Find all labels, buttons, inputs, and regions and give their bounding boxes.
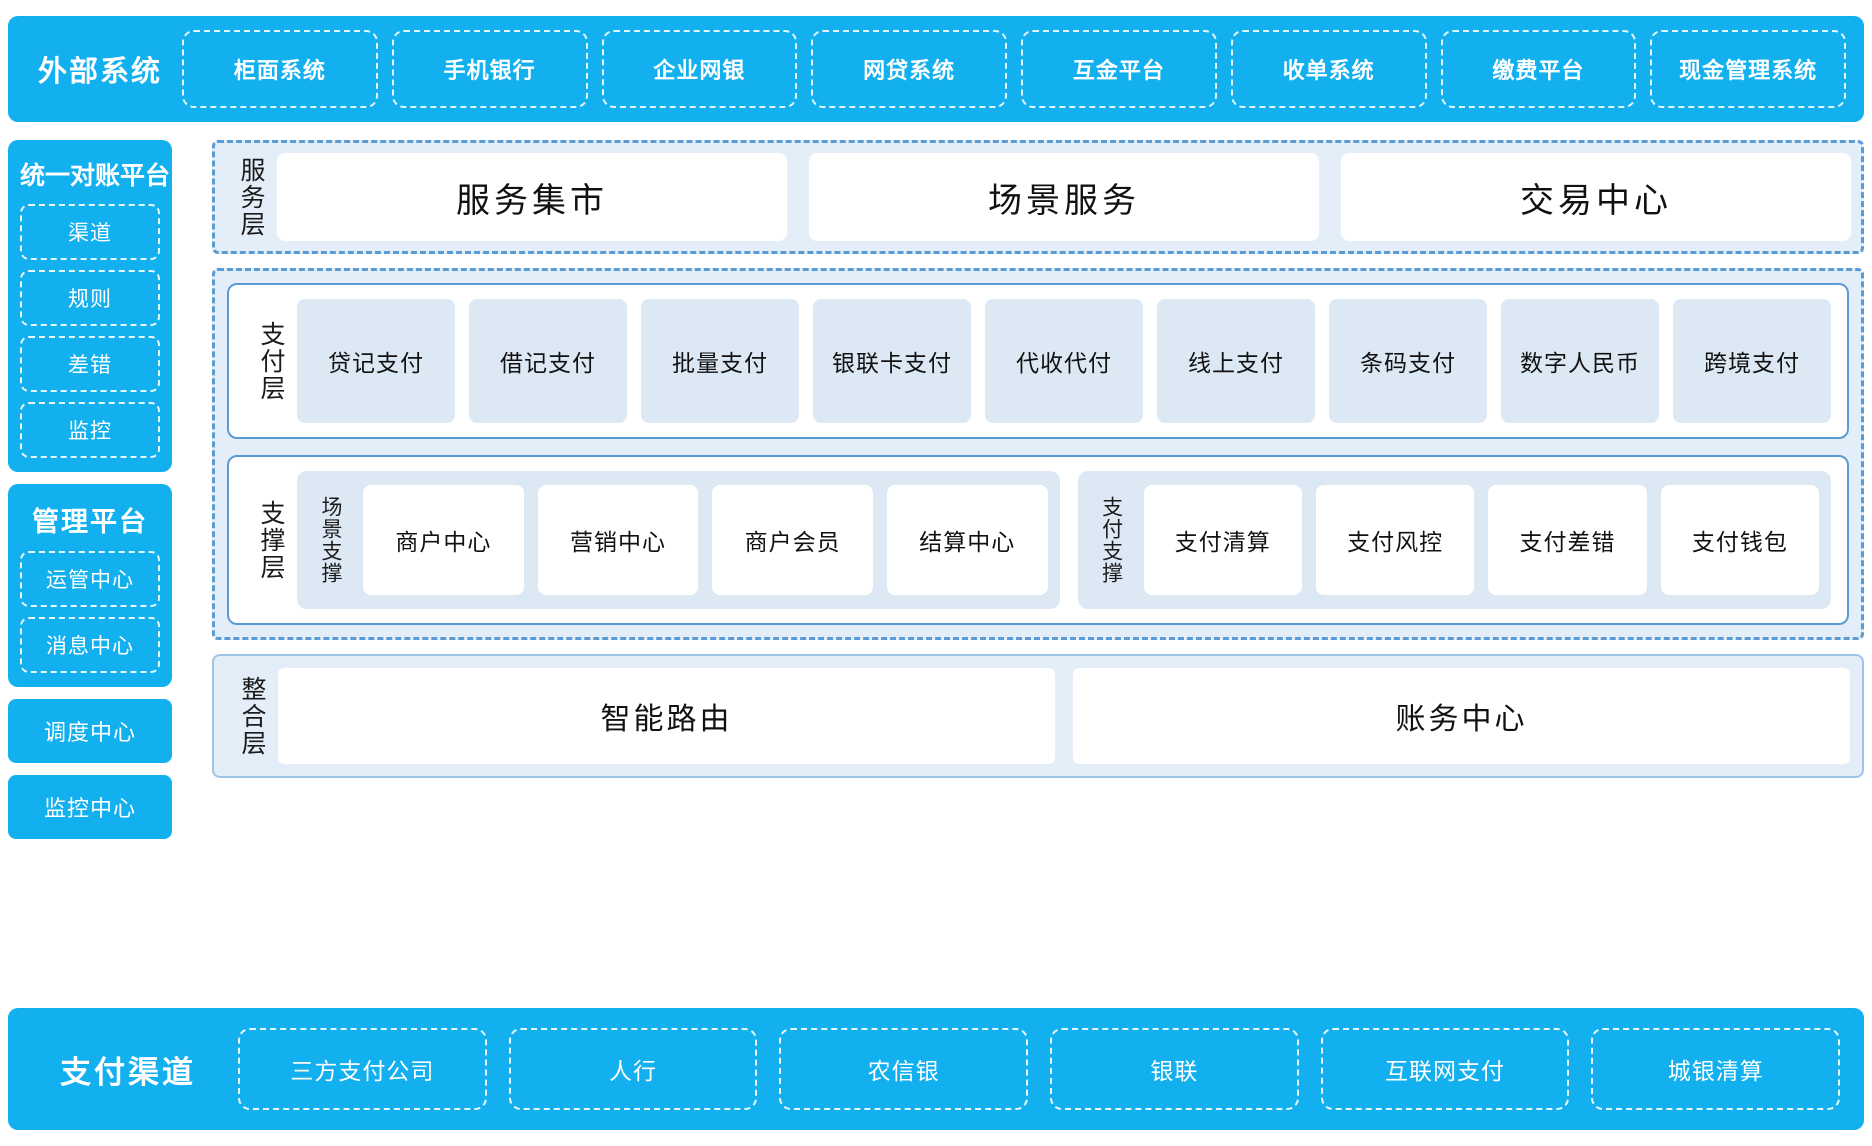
sidebar-panel-management: 管理平台 运管中心 消息中心 (8, 484, 172, 687)
support-group-payment-label: 支付支撑 (1090, 485, 1132, 595)
payment-card-online[interactable]: 线上支付 (1157, 299, 1315, 423)
payment-support-group: 支付层 贷记支付 借记支付 批量支付 银联卡支付 代收代付 线上支付 条码支付 … (212, 268, 1864, 640)
sidebar-panel-title: 管理平台 (20, 500, 160, 539)
payment-card-unionpay[interactable]: 银联卡支付 (813, 299, 971, 423)
payment-layer-cards: 贷记支付 借记支付 批量支付 银联卡支付 代收代付 线上支付 条码支付 数字人民… (297, 299, 1831, 423)
payment-layer-label: 支付层 (245, 299, 297, 423)
payment-card-crossborder[interactable]: 跨境支付 (1673, 299, 1831, 423)
sidebar-panel-title: 统一对账平台 (20, 156, 160, 192)
support-group-scenario-label: 场景支撑 (309, 485, 351, 595)
support-card-payment-riskcontrol[interactable]: 支付风控 (1316, 485, 1474, 595)
sidebar-item-channel[interactable]: 渠道 (20, 204, 160, 260)
service-card-market[interactable]: 服务集市 (277, 153, 787, 241)
payment-channel-item[interactable]: 银联 (1050, 1028, 1299, 1110)
external-system-item[interactable]: 网贷系统 (811, 30, 1007, 108)
sidebar-item-rule[interactable]: 规则 (20, 270, 160, 326)
service-layer-label: 服务层 (225, 153, 277, 241)
integration-card-accounting-center[interactable]: 账务中心 (1073, 668, 1850, 764)
support-card-payment-wallet[interactable]: 支付钱包 (1661, 485, 1819, 595)
service-card-transaction[interactable]: 交易中心 (1341, 153, 1851, 241)
main-content: 服务层 服务集市 场景服务 交易中心 支付层 贷记支付 借记支付 批量支付 银联… (212, 140, 1864, 778)
external-systems-list: 柜面系统 手机银行 企业网银 网贷系统 互金平台 收单系统 缴费平台 现金管理系… (182, 30, 1846, 108)
integration-card-smart-routing[interactable]: 智能路由 (278, 668, 1055, 764)
payment-card-debit[interactable]: 借记支付 (469, 299, 627, 423)
payment-channel-list: 三方支付公司 人行 农信银 银联 互联网支付 城银清算 (238, 1028, 1840, 1110)
sidebar-item-operations-center[interactable]: 运管中心 (20, 551, 160, 607)
support-layer-row: 支撑层 场景支撑 商户中心 营销中心 商户会员 结算中心 (245, 471, 1831, 609)
payment-channel-item[interactable]: 三方支付公司 (238, 1028, 487, 1110)
external-system-item[interactable]: 缴费平台 (1441, 30, 1637, 108)
payment-channel-item[interactable]: 农信银 (779, 1028, 1028, 1110)
support-card-settlement-center[interactable]: 结算中心 (887, 485, 1048, 595)
integration-layer-row: 整合层 智能路由 账务中心 (226, 668, 1850, 764)
external-system-item[interactable]: 柜面系统 (182, 30, 378, 108)
payment-card-credit[interactable]: 贷记支付 (297, 299, 455, 423)
payment-channel-title: 支付渠道 (18, 1047, 238, 1092)
sidebar-item-error[interactable]: 差错 (20, 336, 160, 392)
support-layer-label: 支撑层 (245, 471, 297, 609)
support-card-merchant-center[interactable]: 商户中心 (363, 485, 524, 595)
payment-card-barcode[interactable]: 条码支付 (1329, 299, 1487, 423)
external-system-item[interactable]: 收单系统 (1231, 30, 1427, 108)
payment-card-collection[interactable]: 代收代付 (985, 299, 1143, 423)
sidebar-item-monitoring-center[interactable]: 监控中心 (8, 775, 172, 839)
payment-channel-item[interactable]: 互联网支付 (1321, 1028, 1570, 1110)
sidebar-item-scheduling-center[interactable]: 调度中心 (8, 699, 172, 763)
support-layer-groups: 场景支撑 商户中心 营销中心 商户会员 结算中心 支付支撑 支付清算 (297, 471, 1831, 609)
payment-card-digital-rmb[interactable]: 数字人民币 (1501, 299, 1659, 423)
payment-layer-row: 支付层 贷记支付 借记支付 批量支付 银联卡支付 代收代付 线上支付 条码支付 … (245, 299, 1831, 423)
payment-card-batch[interactable]: 批量支付 (641, 299, 799, 423)
support-group-scenario: 场景支撑 商户中心 营销中心 商户会员 结算中心 (297, 471, 1060, 609)
support-card-payment-clearing[interactable]: 支付清算 (1144, 485, 1302, 595)
sidebar-item-monitor[interactable]: 监控 (20, 402, 160, 458)
external-systems-bar: 外部系统 柜面系统 手机银行 企业网银 网贷系统 互金平台 收单系统 缴费平台 … (8, 16, 1864, 122)
payment-layer-panel: 支付层 贷记支付 借记支付 批量支付 银联卡支付 代收代付 线上支付 条码支付 … (227, 283, 1849, 439)
support-group-payment: 支付支撑 支付清算 支付风控 支付差错 支付钱包 (1078, 471, 1831, 609)
external-system-item[interactable]: 现金管理系统 (1650, 30, 1846, 108)
external-system-item[interactable]: 手机银行 (392, 30, 588, 108)
service-layer-group: 服务层 服务集市 场景服务 交易中心 (212, 140, 1864, 254)
support-card-merchant-member[interactable]: 商户会员 (712, 485, 873, 595)
sidebar-panel-reconciliation: 统一对账平台 渠道 规则 差错 监控 (8, 140, 172, 472)
payment-channel-item[interactable]: 城银清算 (1591, 1028, 1840, 1110)
service-layer-row: 服务层 服务集市 场景服务 交易中心 (225, 153, 1851, 241)
external-system-item[interactable]: 企业网银 (602, 30, 798, 108)
external-system-item[interactable]: 互金平台 (1021, 30, 1217, 108)
service-layer-cards: 服务集市 场景服务 交易中心 (277, 153, 1851, 241)
payment-channel-item[interactable]: 人行 (509, 1028, 758, 1110)
support-layer-panel: 支撑层 场景支撑 商户中心 营销中心 商户会员 结算中心 (227, 455, 1849, 625)
service-card-scenario[interactable]: 场景服务 (809, 153, 1319, 241)
sidebar-item-message-center[interactable]: 消息中心 (20, 617, 160, 673)
support-card-payment-error[interactable]: 支付差错 (1488, 485, 1646, 595)
support-group-payment-cards: 支付清算 支付风控 支付差错 支付钱包 (1144, 485, 1819, 595)
sidebar: 统一对账平台 渠道 规则 差错 监控 管理平台 运管中心 消息中心 调度中心 监… (8, 140, 172, 851)
support-card-marketing-center[interactable]: 营销中心 (538, 485, 699, 595)
integration-layer-cards: 智能路由 账务中心 (278, 668, 1850, 764)
integration-layer-group: 整合层 智能路由 账务中心 (212, 654, 1864, 778)
payment-channel-bar: 支付渠道 三方支付公司 人行 农信银 银联 互联网支付 城银清算 (8, 1008, 1864, 1130)
support-group-scenario-cards: 商户中心 营销中心 商户会员 结算中心 (363, 485, 1048, 595)
external-systems-title: 外部系统 (18, 48, 182, 90)
integration-layer-label: 整合层 (226, 668, 278, 764)
